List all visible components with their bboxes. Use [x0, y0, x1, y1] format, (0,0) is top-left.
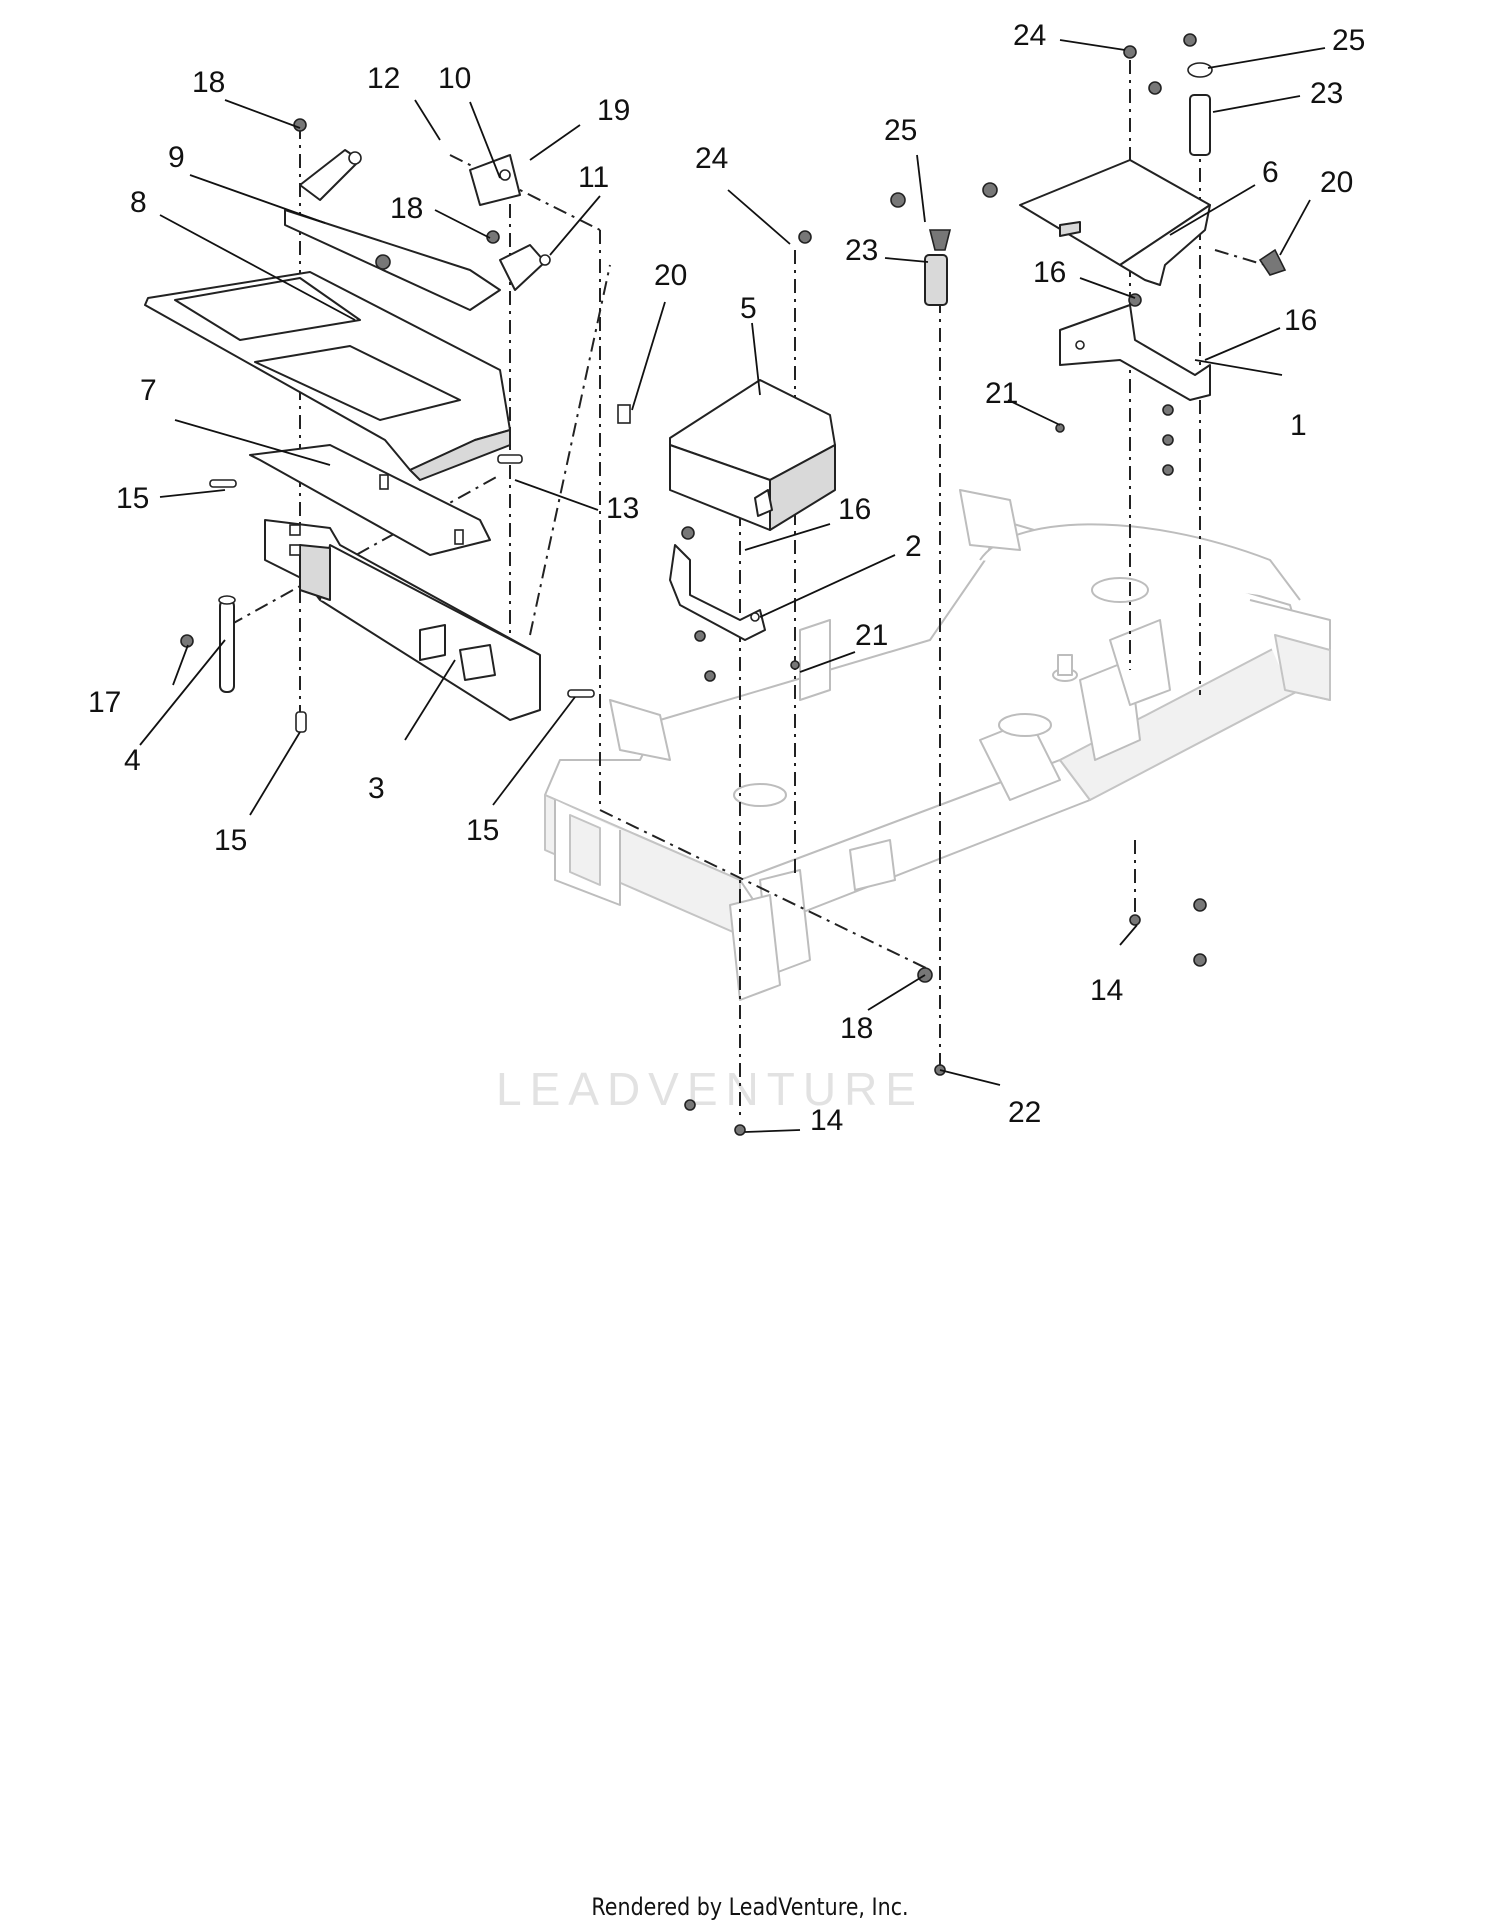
callout-12: 12	[367, 62, 400, 95]
callout-21a: 21	[985, 377, 1018, 410]
callout-18b: 18	[390, 192, 423, 225]
part-10-clamp	[469, 154, 521, 206]
callout-1: 1	[1290, 409, 1307, 442]
callout-19: 19	[597, 94, 630, 127]
footer-credit: Rendered by LeadVenture, Inc.	[591, 1893, 909, 1921]
callout-22: 22	[1008, 1096, 1041, 1129]
callout-2: 2	[905, 530, 922, 563]
callout-14a: 14	[1090, 974, 1123, 1007]
part-9-bracket	[284, 149, 546, 311]
callout-15c: 15	[466, 814, 499, 847]
callout-5: 5	[740, 292, 757, 325]
callout-23a: 23	[845, 234, 878, 267]
hardware	[180, 33, 1287, 1136]
callout-7: 7	[140, 374, 157, 407]
part-5-cover	[669, 379, 836, 531]
leader-lines	[139, 39, 1326, 1133]
callout-18c: 18	[840, 1012, 873, 1045]
callout-18a: 18	[192, 66, 225, 99]
callout-25b: 25	[1332, 24, 1365, 57]
part-1-bracket	[1059, 304, 1211, 401]
callout-21b: 21	[855, 619, 888, 652]
callout-13: 13	[606, 492, 639, 525]
callout-3: 3	[368, 772, 385, 805]
callout-15b: 15	[214, 824, 247, 857]
callout-20a: 20	[654, 259, 687, 292]
callout-8: 8	[130, 186, 147, 219]
part-3-frame	[264, 519, 541, 721]
callout-16c: 16	[1284, 304, 1317, 337]
part-23-spacers	[924, 94, 1211, 306]
callout-14b: 14	[810, 1104, 843, 1137]
callout-20b: 20	[1320, 166, 1353, 199]
callout-10: 10	[438, 62, 471, 95]
callout-23b: 23	[1310, 77, 1343, 110]
callout-25a: 25	[884, 114, 917, 147]
part-8-floor-pan	[144, 271, 511, 481]
callout-11: 11	[578, 161, 609, 194]
watermark: LEADVENTURE	[496, 1063, 924, 1115]
callout-4: 4	[124, 744, 141, 777]
callout-24b: 24	[1013, 19, 1046, 52]
callout-15a: 15	[116, 482, 149, 515]
callout-16a: 16	[838, 493, 871, 526]
deck-frame	[544, 489, 1331, 1001]
part-2-bracket	[669, 544, 766, 641]
callout-16b: 16	[1033, 256, 1066, 289]
callout-9: 9	[168, 141, 185, 174]
callout-24a: 24	[695, 142, 728, 175]
callout-17: 17	[88, 686, 121, 719]
callouts: 1 2 3 4 5 6 7 8 9 10 11 12 13 14 14 15 1…	[88, 19, 1365, 1137]
part-7-plate	[249, 444, 491, 556]
callout-6: 6	[1262, 156, 1279, 189]
